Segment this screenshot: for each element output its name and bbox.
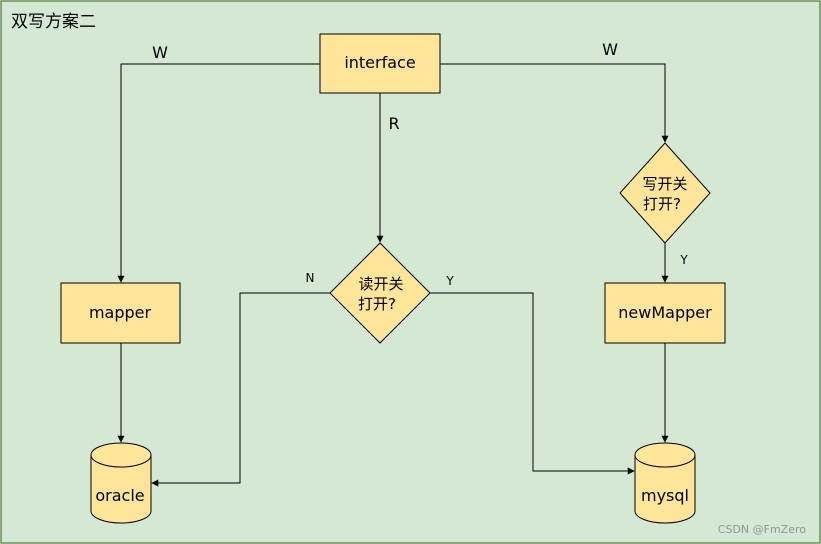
edge-label-write-right: W <box>602 40 618 59</box>
watermark: CSDN @FmZero <box>718 523 806 536</box>
edge-read-switch-oracle <box>151 292 330 487</box>
diagram-title: 双写方案二 <box>11 12 96 32</box>
node-oracle-label: oracle <box>95 486 144 505</box>
edge-read-switch-mysql <box>430 292 635 475</box>
edge-interface-write-switch <box>440 63 669 143</box>
edge-interface-mapper <box>117 63 320 283</box>
edge-label-read: R <box>388 114 399 133</box>
node-newmapper: newMapper <box>604 282 726 344</box>
edge-label-write-yes: Y <box>679 253 688 267</box>
node-write-switch-line2: 打开? <box>643 195 681 213</box>
node-mapper: mapper <box>60 282 181 344</box>
node-read-switch-line1: 读开关 <box>358 275 403 293</box>
node-read-switch: 读开关 打开? <box>329 242 431 344</box>
node-interface-label: interface <box>344 53 415 72</box>
edge-label-read-no: N <box>306 271 315 285</box>
edges <box>117 63 669 487</box>
node-read-switch-line2: 打开? <box>358 295 396 313</box>
node-write-switch-line1: 写开关 <box>642 175 687 193</box>
edge-label-write-left: W <box>152 43 168 62</box>
node-mysql: mysql <box>634 442 696 524</box>
node-newmapper-label: newMapper <box>618 303 712 322</box>
node-mapper-label: mapper <box>89 303 152 322</box>
edge-label-read-yes: Y <box>445 274 454 288</box>
node-interface: interface <box>319 33 441 94</box>
node-oracle: oracle <box>90 442 152 524</box>
node-write-switch: 写开关 打开? <box>619 142 711 244</box>
node-mysql-label: mysql <box>641 486 689 505</box>
